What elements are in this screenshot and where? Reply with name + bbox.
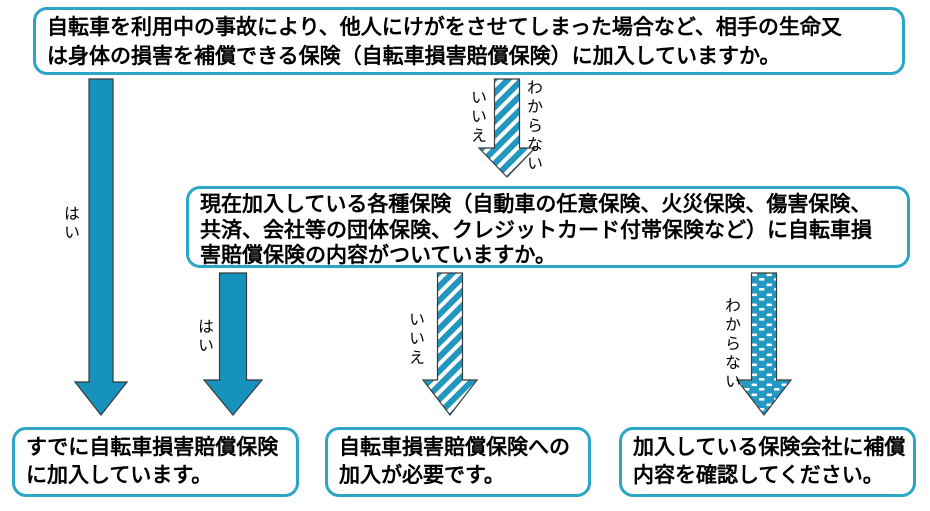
q1-no-arrow-down-striped-icon bbox=[477, 78, 537, 178]
q1-yes-arrow-down-solid-icon bbox=[73, 78, 129, 416]
question-box-initial: 自転車を利用中の事故により、他人にけがをさせてしまった場合など、相手の生命又 は… bbox=[33, 7, 905, 75]
question-text-line: 害賠償保険の内容がついていますか。 bbox=[200, 244, 556, 267]
label-yes-q2: はい bbox=[195, 318, 212, 356]
label-no-q2: いいえ bbox=[406, 311, 423, 368]
q2-no-arrow-down-striped-icon bbox=[421, 272, 479, 416]
outcome-text-line: すでに自転車損害賠償保険 bbox=[26, 436, 279, 459]
outcome-text-line: 自転車損害賠償保険への bbox=[339, 436, 570, 459]
outcome-text-line: 加入が必要です。 bbox=[339, 464, 505, 487]
outcome-box-need-insurance: 自転車損害賠償保険への 加入が必要です。 bbox=[325, 427, 591, 497]
question-text-line: は身体の損害を補償できる保険（自転車損害賠償保険）に加入していますか。 bbox=[47, 45, 781, 68]
outcome-text-line: に加入しています。 bbox=[26, 464, 213, 487]
q2-yes-arrow-down-solid-icon bbox=[202, 272, 264, 416]
label-unknown-q1: わからない bbox=[524, 79, 541, 174]
question-text-line: 自転車を利用中の事故により、他人にけがをさせてしまった場合など、相手の生命又 bbox=[47, 16, 842, 39]
q2-unknown-arrow-down-dashed-icon bbox=[735, 272, 793, 416]
question-text-line: 共済、会社等の団体保険、クレジットカード付帯保険など）に自転車損 bbox=[200, 218, 872, 242]
question-text-line: 現在加入している各種保険（自動車の任意保険、火災保険、傷害保険、 bbox=[200, 193, 872, 216]
outcome-text-line: 内容を確認してください。 bbox=[633, 464, 884, 487]
outcome-text-line: 加入している保険会社に補償 bbox=[633, 436, 906, 459]
label-no-q1: いいえ bbox=[468, 89, 485, 146]
question-box-existing-insurance: 現在加入している各種保険（自動車の任意保険、火災保険、傷害保険、 共済、会社等の… bbox=[186, 186, 910, 268]
label-unknown-q2: わからない bbox=[722, 297, 739, 392]
outcome-box-check-coverage: 加入している保険会社に補償 内容を確認してください。 bbox=[619, 427, 916, 497]
label-yes-q1: はい bbox=[61, 205, 78, 243]
outcome-box-already-insured: すでに自転車損害賠償保険 に加入しています。 bbox=[12, 427, 299, 497]
